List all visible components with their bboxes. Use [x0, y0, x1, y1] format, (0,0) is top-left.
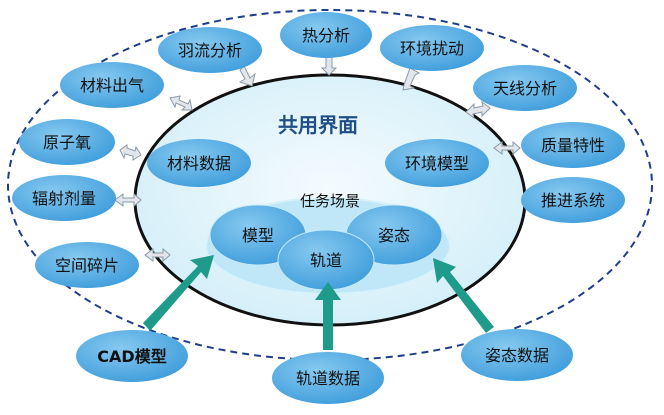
outer-module-thermal-label: 热分析	[302, 26, 350, 45]
shared-interface-title: 共用界面	[278, 113, 358, 137]
connector-arrow-space-debris	[144, 247, 171, 263]
input-cad-model-label: CAD模型	[97, 347, 166, 366]
outer-module-radiation-dose[interactable]: 辐射剂量	[12, 175, 116, 221]
scene-node-model-label: 模型	[242, 226, 274, 245]
input-arrow-cad	[143, 255, 214, 331]
outer-module-plume-label: 羽流分析	[178, 41, 242, 60]
input-attitude-data-label: 姿态数据	[485, 346, 549, 365]
outer-module-antenna[interactable]: 天线分析	[473, 65, 577, 111]
outer-module-mass-props[interactable]: 质量特性	[521, 122, 625, 168]
outer-module-radiation-dose-label: 辐射剂量	[32, 189, 96, 208]
input-cad-model[interactable]: CAD模型	[76, 330, 188, 382]
outer-module-propulsion-label: 推进系统	[541, 191, 605, 210]
inner-module-material-data[interactable]: 材料数据	[147, 139, 251, 187]
input-orbit-data-label: 轨道数据	[296, 369, 360, 388]
outer-module-mass-props-label: 质量特性	[541, 136, 605, 155]
connector-arrow-material-outgas	[169, 95, 193, 111]
outer-module-space-debris-label: 空间碎片	[55, 256, 119, 275]
outer-module-antenna-label: 天线分析	[493, 79, 557, 98]
outer-module-atomic-oxygen[interactable]: 原子氧	[19, 119, 115, 165]
input-attitude-data[interactable]: 姿态数据	[461, 329, 573, 381]
scene-node-orbit[interactable]: 轨道	[277, 229, 375, 291]
input-arrows	[143, 255, 494, 350]
scene-node-attitude-label: 姿态	[378, 226, 410, 245]
inner-module-material-data-label: 材料数据	[167, 154, 231, 173]
connector-arrow-plume	[238, 65, 256, 87]
connector-arrow-atomic-oxygen	[119, 144, 142, 161]
outer-module-material-outgas-label: 材料出气	[80, 76, 144, 95]
connector-arrows	[114, 47, 521, 263]
outer-module-env-disturbance-label: 环境扰动	[400, 39, 464, 58]
outer-module-plume[interactable]: 羽流分析	[158, 27, 262, 73]
outer-module-space-debris[interactable]: 空间碎片	[35, 242, 139, 288]
outer-module-thermal[interactable]: 热分析	[280, 12, 372, 58]
scene-node-orbit-label: 轨道	[310, 251, 342, 270]
connector-arrow-env-disturbance	[402, 67, 421, 91]
outer-module-material-outgas[interactable]: 材料出气	[60, 62, 164, 108]
outer-module-propulsion[interactable]: 推进系统	[521, 177, 625, 223]
outer-module-env-disturbance[interactable]: 环境扰动	[380, 25, 484, 71]
outer-module-atomic-oxygen-label: 原子氧	[43, 133, 91, 152]
inner-module-environment-model[interactable]: 环境模型	[385, 139, 489, 187]
connector-arrow-mass-props	[493, 140, 521, 156]
input-arrow-orbit-data	[315, 282, 341, 350]
input-orbit-data[interactable]: 轨道数据	[272, 352, 384, 404]
inner-module-environment-model-label: 环境模型	[405, 154, 469, 173]
mission-scene-label: 任务场景	[300, 192, 360, 210]
connector-arrow-antenna	[465, 100, 491, 120]
connector-arrow-radiation-dose	[114, 192, 142, 208]
input-arrow-attitude-data	[433, 258, 494, 333]
